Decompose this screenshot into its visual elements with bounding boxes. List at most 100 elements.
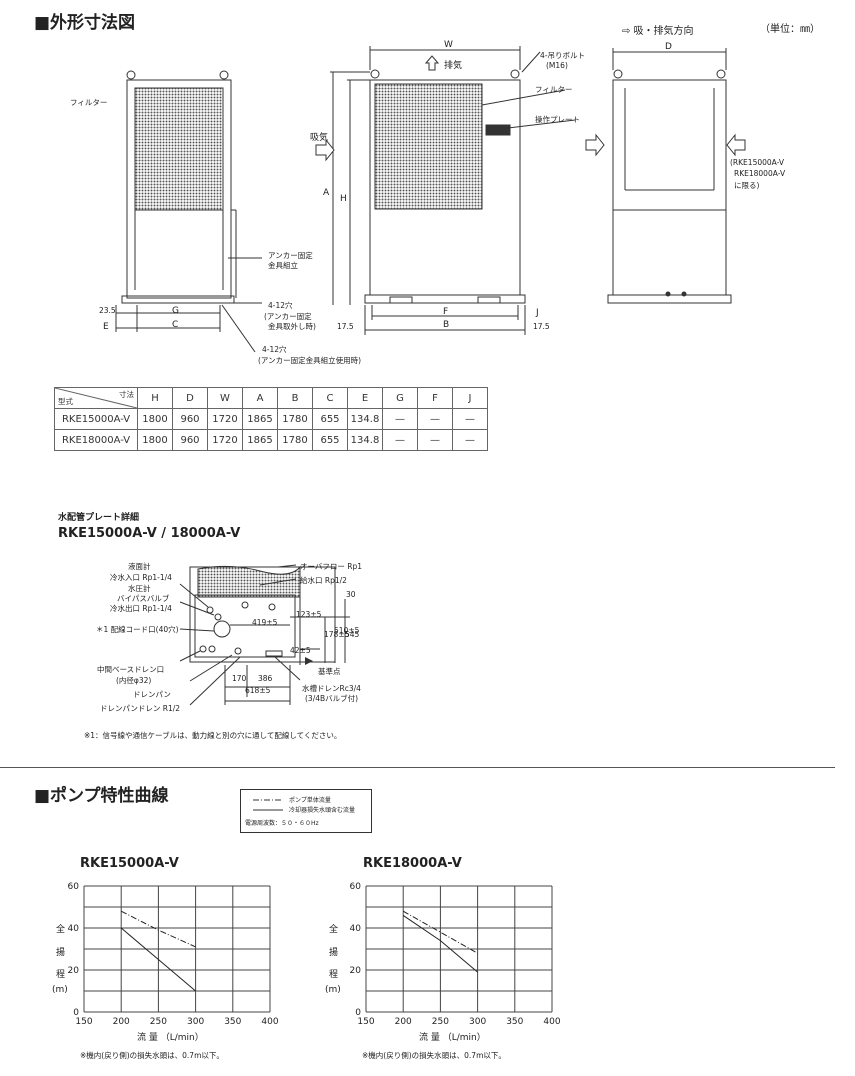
side-intake-arrow-icon — [585, 133, 605, 157]
y-tick-label: 40 — [68, 924, 80, 934]
plate-detail-model: RKE15000A-V / 18000A-V — [58, 526, 241, 541]
table-cell: 1800 — [137, 408, 173, 430]
label-bypass-valve: バイパスバルブ — [117, 594, 170, 603]
x-tick-label: 150 — [75, 1017, 92, 1027]
column-header: C — [312, 387, 348, 409]
table-cell: — — [417, 408, 453, 430]
table-cell: — — [452, 408, 488, 430]
table-cell: 655 — [312, 408, 348, 430]
table-cell: 960 — [172, 429, 208, 451]
dim-17-5a: 17.5 — [337, 322, 354, 331]
label-hole-a-note2: 金具取外し時) — [268, 322, 316, 331]
x-tick-label: 350 — [506, 1017, 523, 1027]
label-exhaust: 排気 — [444, 61, 463, 71]
chart1-title: RKE15000A-V — [80, 856, 179, 871]
table-cell: 1780 — [277, 429, 313, 451]
table-row: RKE15000A-V 1800 960 1720 1865 1780 655 … — [54, 408, 488, 430]
column-header: G — [382, 387, 418, 409]
table-cell: — — [417, 429, 453, 451]
label-anchor-fix2: 金具組立 — [268, 261, 298, 270]
label-tank-drain2: (3/4Bバルブ付) — [305, 694, 359, 703]
x-tick-label: 300 — [187, 1017, 204, 1027]
y-tick-label: 60 — [350, 882, 362, 892]
legend-loss: 冷却器損失水頭含む流量 — [289, 807, 356, 814]
x-tick-label: 200 — [395, 1017, 412, 1027]
dim-386: 386 — [258, 674, 273, 683]
plate-detail-label: 水配管プレート詳細 — [58, 513, 140, 523]
x-tick-label: 250 — [150, 1017, 167, 1027]
label-hole-b: 4-12穴 — [262, 345, 287, 354]
label-ref-point: 基準点 — [318, 667, 341, 676]
label-anchor-fix: アンカー固定 — [268, 251, 313, 260]
dim-a: A — [323, 188, 330, 198]
label-hole-b-note: (アンカー固定金具組立使用時) — [258, 356, 362, 365]
ref-point-marker-icon — [305, 657, 313, 665]
column-header: H — [137, 387, 173, 409]
label-side-note1: (RKE15000A-V — [730, 158, 785, 167]
label-drain-pan: ドレンパン — [133, 690, 171, 699]
exhaust-arrow-icon — [424, 55, 440, 71]
chart2-ylabel-4: (m) — [325, 985, 341, 995]
column-header: J — [452, 387, 488, 409]
dim-618: 618±5 — [245, 686, 271, 695]
filter-mesh-left — [134, 87, 224, 211]
table-cell: 134.8 — [347, 429, 383, 451]
section-title-dimensions: ■外形寸法図 — [34, 13, 136, 33]
side-intake-arrow-right-icon — [726, 133, 746, 157]
y-tick-label: 40 — [350, 924, 362, 934]
label-hole-a-note: (アンカー固定 — [264, 312, 312, 321]
dim-419: 419±5 — [252, 618, 278, 627]
dim-23-5: 23.5 — [99, 306, 116, 315]
table-header-row: 寸法 型式 H D W A B C E G F J — [54, 387, 488, 409]
table-row: RKE18000A-V 1800 960 1720 1865 1780 655 … — [54, 429, 488, 451]
label-cord-hole: ＊1 配線コード口(40穴) — [96, 625, 179, 634]
column-header: E — [347, 387, 383, 409]
table-cell: 1865 — [242, 429, 278, 451]
table-cell-model: RKE15000A-V — [54, 408, 138, 430]
chart2-ylabel-2: 揚 — [329, 948, 339, 958]
chart2-title: RKE18000A-V — [363, 856, 462, 871]
header-model-label: 型式 — [58, 397, 73, 406]
dim-e: E — [103, 322, 109, 332]
dim-123: 123±5 — [296, 610, 322, 619]
dim-510: 510±5 — [334, 626, 360, 635]
chart2-note: ※機内(戻り側)の損失水頭は、0.7m以下。 — [362, 1051, 506, 1060]
label-side-note2: RKE18000A-V — [734, 169, 786, 178]
label-pressure-gauge: 水圧計 — [128, 584, 151, 593]
chart1-ylabel-4: (m) — [52, 985, 68, 995]
label-side-note3: に限る) — [734, 181, 760, 190]
chart1-note: ※機内(戻り側)の損失水頭は、0.7m以下。 — [80, 1051, 224, 1060]
header-dimension-label: 寸法 — [119, 390, 134, 399]
series-loss-line — [402, 914, 478, 973]
intake-arrow-icon — [315, 138, 335, 162]
dim-170: 170 — [232, 674, 247, 683]
label-op-plate: 操作プレート — [535, 115, 580, 124]
airflow-legend: ⇨ 吸・排気方向 — [622, 26, 694, 37]
table-cell: — — [382, 429, 418, 451]
dim-d: D — [665, 42, 672, 52]
table-cell-model: RKE18000A-V — [54, 429, 138, 451]
label-overflow: オーバフロー Rp1 — [300, 562, 363, 571]
table-cell: 1800 — [137, 429, 173, 451]
column-header: A — [242, 387, 278, 409]
x-tick-label: 150 — [357, 1017, 374, 1027]
unit-label: （単位：㎜） — [760, 24, 820, 35]
curve-legend-box: ポンプ単体流量 冷却器損失水頭含む流量 電源周波数：５０・６０Hz — [240, 789, 372, 833]
label-liquid-gauge: 液面計 — [128, 562, 151, 571]
section-title-pump: ■ポンプ特性曲線 — [34, 786, 169, 806]
table-cell: 134.8 — [347, 408, 383, 430]
dim-b: B — [443, 320, 450, 330]
y-tick-label: 0 — [73, 1008, 79, 1018]
dim-g: G — [172, 306, 179, 316]
table-cell: 1720 — [207, 408, 243, 430]
x-tick-label: 300 — [469, 1017, 486, 1027]
x-tick-label: 400 — [261, 1017, 278, 1027]
label-filter2: フィルター — [535, 85, 573, 94]
chart2-ylabel-1: 全 — [329, 925, 339, 935]
label-tank-drain: 水槽ドレンRc3/4 — [302, 684, 361, 693]
section-divider — [0, 767, 835, 768]
series-loss-line — [120, 927, 196, 992]
chart1-ylabel-3: 程 — [56, 970, 66, 980]
table-cell: 960 — [172, 408, 208, 430]
